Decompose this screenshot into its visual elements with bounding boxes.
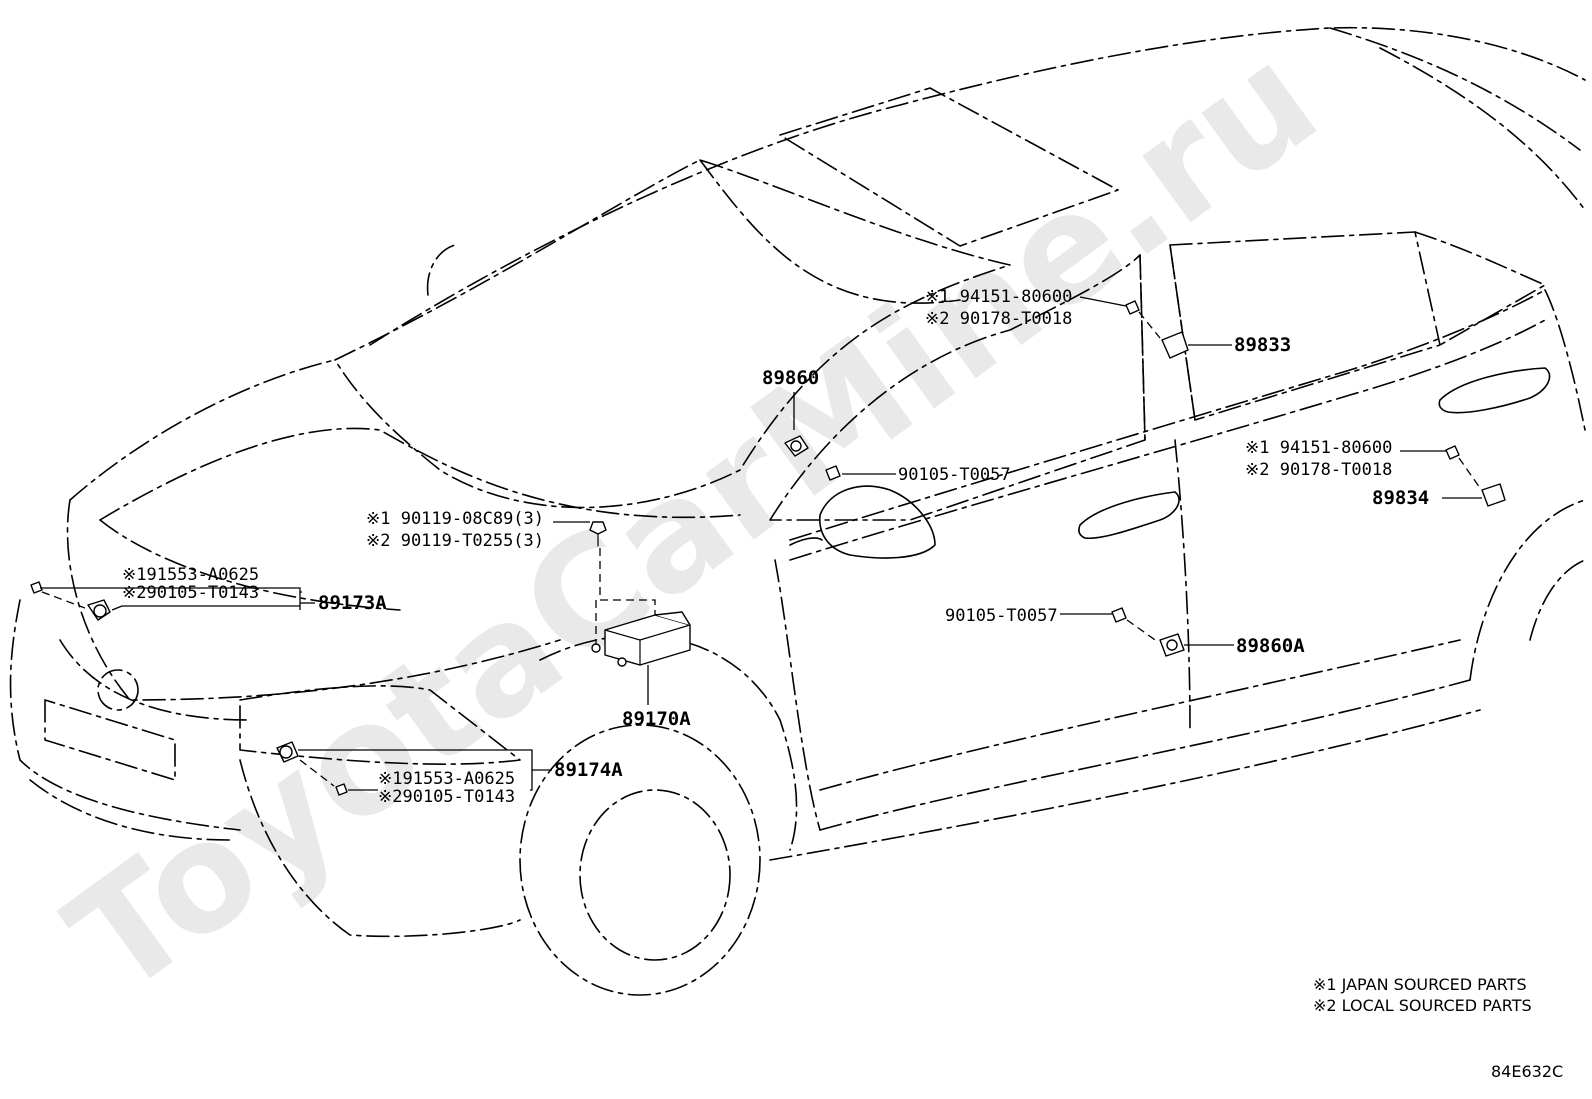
label-bolt-local: ※2 90119-T0255(3) [366, 531, 544, 551]
label-90105-upper: 90105-T0057 [898, 465, 1011, 485]
part-90105-T0057-lower[interactable]: 90105-T0057 [945, 606, 1159, 643]
label-89174A-local: ※290105-T0143 [378, 787, 515, 807]
door-handles [1078, 367, 1551, 540]
label-89860A: 89860A [1236, 635, 1305, 657]
label-89833: 89833 [1234, 334, 1291, 356]
label-89833-japan: ※1 94151-80600 [925, 287, 1072, 307]
part-89174A[interactable]: ※191553-A0625 ※290105-T0143 89174A [276, 741, 623, 807]
label-89170A: 89170A [622, 708, 691, 730]
car-body-outline [9, 26, 1586, 996]
part-89834[interactable]: ※1 94151-80600 ※2 90178-T0018 89834 [1245, 438, 1506, 509]
watermark-text: ToyotaCarMine.ru [39, 12, 1348, 1029]
label-89834: 89834 [1372, 487, 1429, 509]
side-mirror [789, 485, 936, 559]
label-89173A-japan: ※191553-A0625 [122, 565, 259, 585]
label-89173A-local: ※290105-T0143 [122, 583, 259, 603]
part-module-bolt[interactable]: ※1 90119-08C89(3) ※2 90119-T0255(3) [366, 509, 607, 551]
part-89860[interactable]: 89860 [762, 367, 819, 457]
label-89860: 89860 [762, 367, 819, 389]
diagram-code: 84E632C [1491, 1062, 1563, 1081]
part-89860A[interactable]: 89860A [1159, 633, 1305, 657]
part-89173A[interactable]: ※191553-A0625 ※290105-T0143 89173A [30, 565, 387, 621]
label-89833-local: ※2 90178-T0018 [925, 309, 1072, 329]
label-89173A: 89173A [318, 592, 387, 614]
label-90105-lower: 90105-T0057 [945, 606, 1058, 626]
legend-local-sourced: ※2 LOCAL SOURCED PARTS [1313, 996, 1532, 1015]
legend: ※1 JAPAN SOURCED PARTS ※2 LOCAL SOURCED … [1313, 975, 1532, 1015]
label-89174A: 89174A [554, 759, 623, 781]
legend-japan-sourced: ※1 JAPAN SOURCED PARTS [1313, 975, 1527, 994]
part-89833[interactable]: ※1 94151-80600 ※2 90178-T0018 89833 [925, 287, 1291, 359]
label-89834-japan: ※1 94151-80600 [1245, 438, 1392, 458]
part-89170A[interactable]: 89170A [591, 548, 691, 730]
watermark: ToyotaCarMine.ru [39, 12, 1348, 1029]
label-89174A-japan: ※191553-A0625 [378, 769, 515, 789]
label-89834-local: ※2 90178-T0018 [1245, 460, 1392, 480]
label-bolt-japan: ※1 90119-08C89(3) [366, 509, 544, 529]
part-90105-T0057-upper[interactable]: 90105-T0057 [825, 465, 1011, 485]
